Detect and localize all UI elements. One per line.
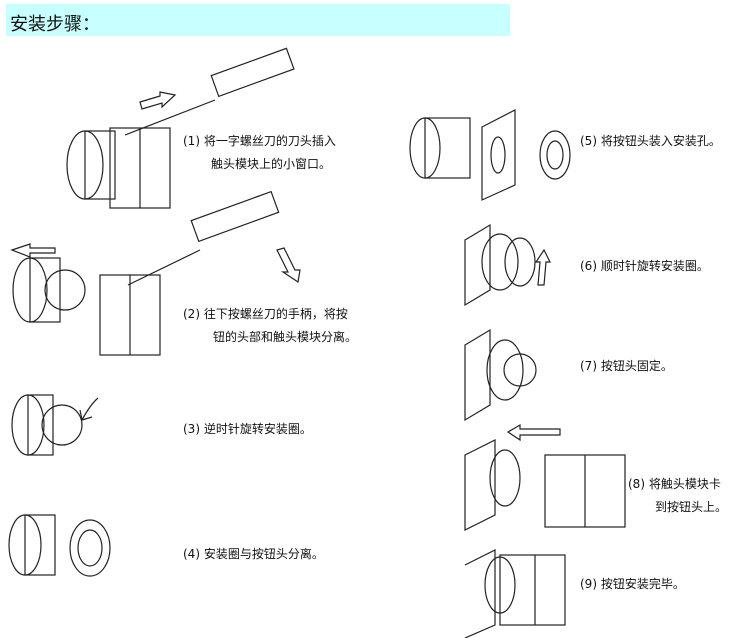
step-line: 逆时针旋转安装圈。 (203, 422, 312, 436)
step-number: (9) (580, 577, 597, 591)
step-6-text: (6) 顺时针旋转安装圈。 (580, 255, 709, 278)
step5-illustration (409, 109, 571, 201)
step-number: (6) (580, 259, 597, 273)
step3-illustration (11, 394, 99, 456)
step-2-text: (2) 往下按螺丝刀的手柄，将按 钮的头部和触头模块分离。 (183, 303, 357, 349)
section-header: 安装步骤： (6, 4, 510, 36)
step-number: (5) (580, 134, 597, 148)
step-number: (3) (183, 422, 200, 436)
step-1-text: (1) 将一字螺丝刀的刀头插入 触头模块上的小窗口。 (183, 130, 336, 176)
step-number: (7) (580, 359, 597, 373)
step-line: 钮的头部和触头模块分离。 (213, 330, 358, 344)
step7-illustration (464, 328, 537, 422)
step1-illustration (66, 47, 295, 209)
step-line: 将一字螺丝刀的刀头插入 (203, 134, 336, 148)
step-line: 往下按螺丝刀的手柄，将按 (203, 307, 348, 321)
step-line: 到按钮头上。 (655, 500, 728, 514)
section-title: 安装步骤： (10, 14, 100, 35)
step-number: (2) (183, 307, 200, 321)
step-line: 将按钮头装入安装孔。 (600, 134, 721, 148)
step-8-text: (8) 将触头模块卡 到按钮头上。 (628, 473, 727, 519)
step-line: 按钮安装完毕。 (600, 577, 685, 591)
step-line: 顺时针旋转安装圈。 (600, 259, 709, 273)
step8-illustration (464, 423, 626, 531)
step-9-text: (9) 按钮安装完毕。 (580, 573, 685, 596)
step-line: 安装圈与按钮头分离。 (203, 547, 324, 561)
step-number: (4) (183, 547, 200, 561)
step9-illustration (464, 549, 566, 638)
step-number: (8) (628, 477, 645, 491)
step-7-text: (7) 按钮头固定。 (580, 355, 673, 378)
step-3-text: (3) 逆时针旋转安装圈。 (183, 418, 312, 441)
step-line: 将触头模块卡 (648, 477, 721, 491)
step2-illustration (10, 190, 301, 356)
step6-illustration (464, 223, 551, 307)
step-line: 触头模块上的小窗口。 (211, 157, 332, 171)
step4-illustration (8, 514, 111, 577)
step-5-text: (5) 将按钮头装入安装孔。 (580, 130, 721, 153)
step-4-text: (4) 安装圈与按钮头分离。 (183, 543, 324, 566)
step-number: (1) (183, 134, 200, 148)
step-line: 按钮头固定。 (600, 359, 673, 373)
